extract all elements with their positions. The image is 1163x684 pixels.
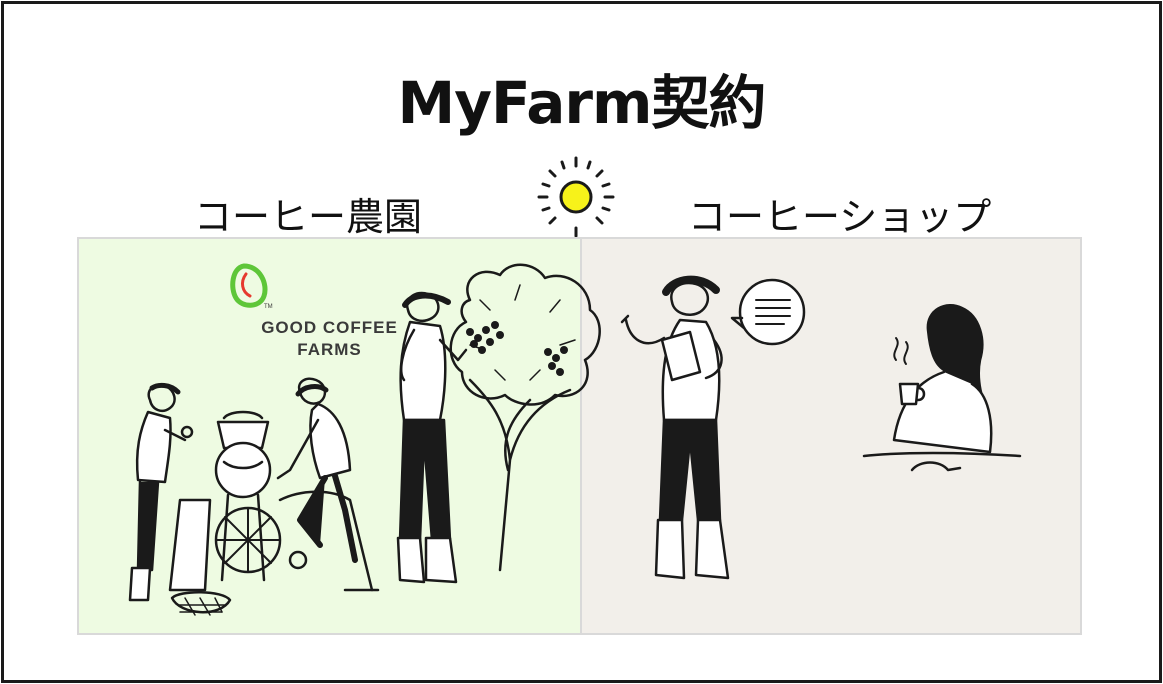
farmer-presenting (622, 280, 728, 578)
steam-icon (894, 338, 907, 364)
speech-bubble-icon (732, 280, 804, 344)
customer-drinking-coffee (864, 305, 1020, 470)
